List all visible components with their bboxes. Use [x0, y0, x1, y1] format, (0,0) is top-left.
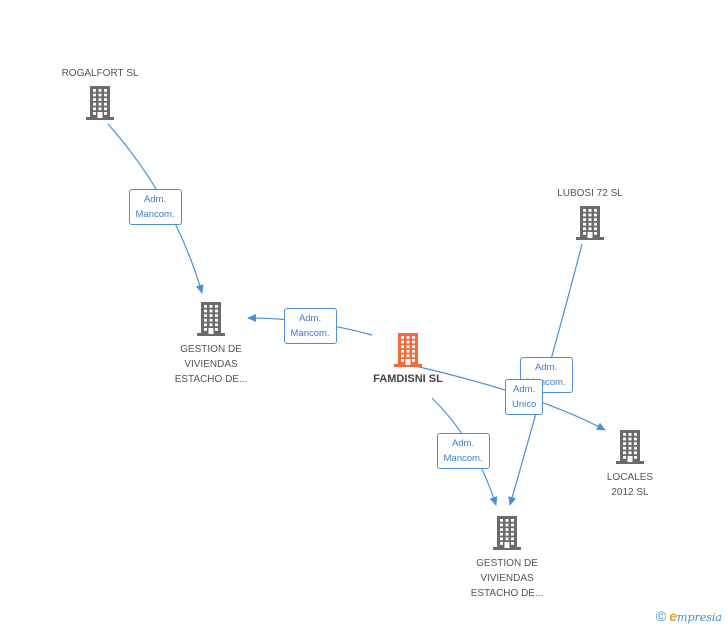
- node-label-line: VIVIENDAS: [184, 359, 238, 370]
- node-famdisni[interactable]: [393, 333, 423, 372]
- edge-label-line: Adm.: [143, 194, 167, 205]
- node-label-line: FAMDISNI SL: [373, 373, 443, 385]
- node-label-line: GESTION DE: [180, 344, 242, 355]
- node-label-line: LOCALES: [606, 472, 654, 483]
- node-label-gestion1[interactable]: GESTION DE VIVIENDAS ESTACHO DE...: [151, 342, 271, 387]
- building-icon: [86, 86, 114, 120]
- building-icon: [616, 430, 644, 464]
- edge-label-lubosi-to-gestion2[interactable]: Adm. Mancom.: [519, 357, 573, 393]
- building-icon: [197, 302, 225, 336]
- edge-label-rogalfort-to-gestion1[interactable]: Adm. Mancom.: [128, 189, 182, 225]
- node-label-line: GESTION DE: [476, 558, 538, 569]
- node-label-line: 2012 SL: [611, 487, 649, 498]
- edge-label-famdisni-to-locales[interactable]: Adm. Unico: [505, 379, 544, 415]
- edge-label-line: Adm.: [513, 384, 536, 395]
- node-rogalfort[interactable]: [85, 86, 115, 125]
- node-label-line: LUBOSI 72 SL: [557, 188, 623, 199]
- edge-label-line: Adm.: [534, 362, 558, 373]
- edge-label-line: Mancom.: [443, 453, 483, 464]
- node-label-gestion2[interactable]: GESTION DE VIVIENDAS ESTACHO DE...: [447, 556, 567, 601]
- node-gestion1[interactable]: [196, 302, 226, 341]
- edge-label-line: Mancom.: [526, 377, 566, 388]
- edge-label-line: Adm.: [298, 313, 322, 324]
- node-label-rogalfort[interactable]: ROGALFORT SL: [40, 66, 160, 81]
- node-label-line: ESTACHO DE...: [174, 374, 248, 385]
- edge-label-famdisni-to-gestion2[interactable]: Adm. Mancom.: [436, 433, 490, 469]
- node-locales[interactable]: [615, 430, 645, 469]
- building-icon: [493, 516, 521, 550]
- edge-label-line: Mancom.: [290, 328, 330, 339]
- node-gestion2[interactable]: [492, 516, 522, 555]
- node-label-famdisni[interactable]: FAMDISNI SL: [348, 372, 468, 387]
- edge-label-line: Unico: [512, 399, 537, 410]
- building-icon: [576, 206, 604, 240]
- edge-label-line: Adm.: [451, 438, 475, 449]
- footer-brand: ©empresia: [656, 608, 722, 624]
- node-lubosi[interactable]: [575, 206, 605, 245]
- node-label-lubosi[interactable]: LUBOSI 72 SL: [530, 186, 650, 201]
- edge-lubosi-to-gestion2: [508, 243, 583, 506]
- copyright-icon: ©: [655, 608, 667, 624]
- building-icon: [394, 333, 422, 367]
- node-label-locales[interactable]: LOCALES 2012 SL: [570, 470, 690, 500]
- edge-label-line: Mancom.: [135, 209, 175, 220]
- node-label-line: VIVIENDAS: [480, 573, 534, 584]
- brand-logo-initial: e: [669, 608, 678, 624]
- brand-logo-text: mpresia: [677, 611, 722, 624]
- node-label-line: ROGALFORT SL: [61, 68, 139, 79]
- edge-label-famdisni-to-gestion1[interactable]: Adm. Mancom.: [283, 308, 337, 344]
- node-label-line: ESTACHO DE...: [470, 588, 544, 599]
